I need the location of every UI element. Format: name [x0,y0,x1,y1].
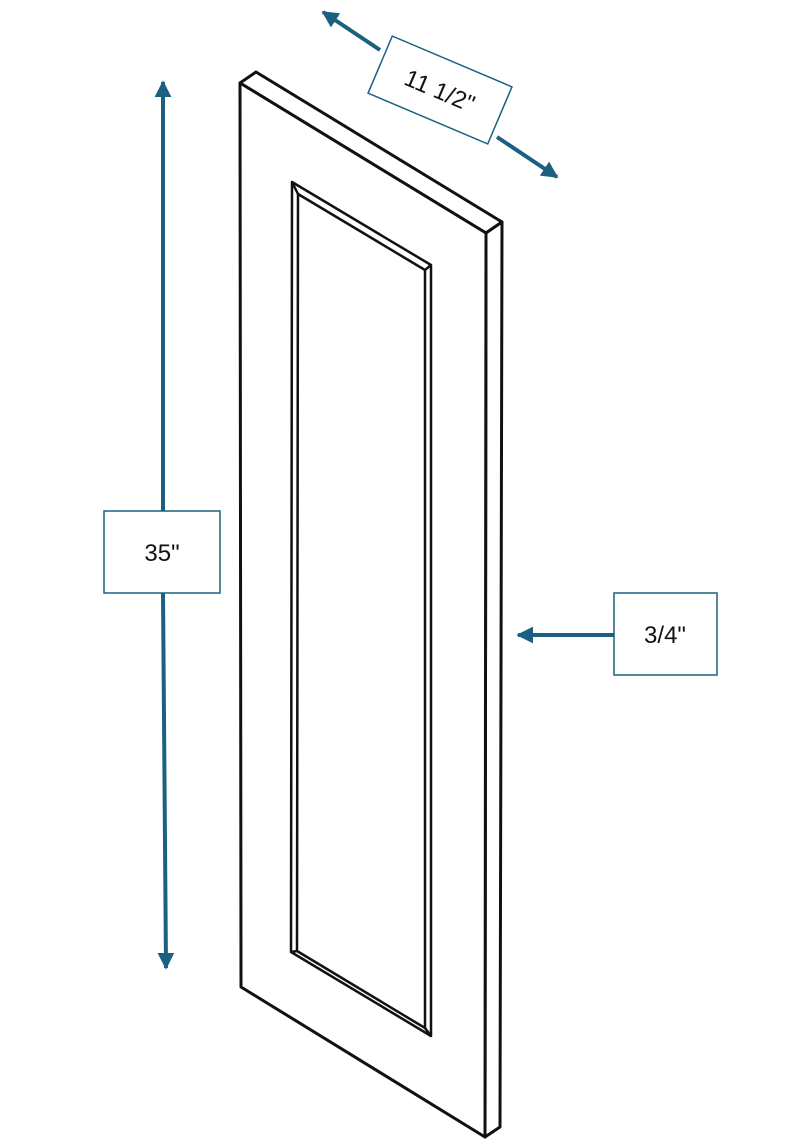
bevel-line-bottom-right [424,1027,432,1037]
depth-label: 3/4" [644,622,686,649]
bevel-line-top-left [290,181,300,195]
bevel-line-top-right [424,264,432,271]
panel-drawing [238,70,504,1139]
panel-front-face [238,81,488,1139]
height-label: 35" [144,540,179,567]
depth-dimension: 3/4" [516,592,718,676]
depth-label-box [613,592,718,676]
height-label-box [103,510,221,594]
bevel-line-bottom-left [290,949,298,954]
panel-side-edge [483,220,504,1139]
width-arrow-lower-right [495,135,559,179]
height-dimension: 35" [103,80,221,970]
height-arrow-lower [157,592,175,970]
width-label-box [367,35,513,145]
width-dimension: 11 1/2" [321,10,559,179]
width-arrow-upper-left [321,10,382,52]
